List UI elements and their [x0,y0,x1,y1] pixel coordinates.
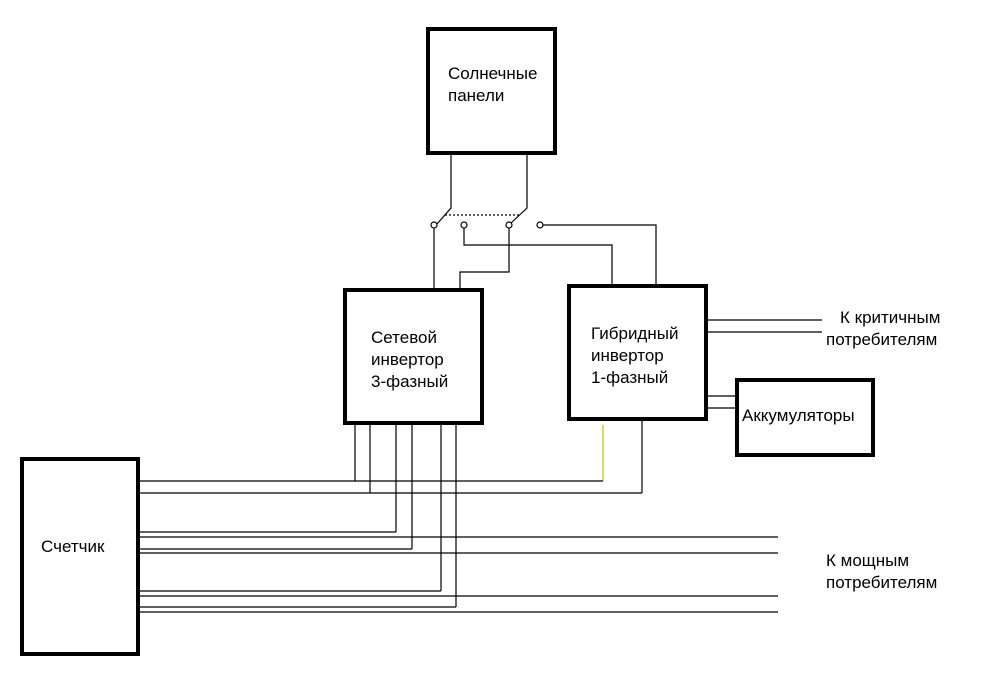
solar-panels-label-line2: панели [448,86,504,105]
solar-panels-label-line1: Солнечные [448,64,537,83]
batteries-label: Аккумуляторы [742,406,855,425]
hybrid-inverter-label-line1: Гибридный [591,324,678,343]
switch-terminal [460,221,468,229]
grid-inverter-block: Сетевой инвертор 3-фазный [343,288,484,425]
inverter-bus-wiring [354,421,643,607]
hybrid-output-wiring [706,319,822,409]
switch-terminal [505,221,513,229]
meter-label: Счетчик [41,537,105,556]
power-loads-label: К мощным потребителям [826,551,937,592]
switch-terminal [430,221,438,229]
solar-switch-wiring [430,154,657,289]
meter-block: Счетчик [20,457,140,656]
switch-terminal [536,221,544,229]
solar-panels-block: Солнечные панели [426,27,557,155]
hybrid-inverter-label-line3: 1-фазный [591,368,668,387]
critical-loads-label-line2: потребителям [826,330,937,349]
power-loads-label-line2: потребителям [826,573,937,592]
grid-inverter-label-line1: Сетевой [371,328,437,347]
power-loads-label-line1: К мощным [826,551,909,570]
meter-bus-wiring [140,480,778,613]
hybrid-inverter-label-line2: инвертор [591,346,664,365]
critical-loads-label: К критичным потребителям [826,308,940,349]
grid-inverter-label-line3: 3-фазный [371,372,448,391]
batteries-block: Аккумуляторы [735,378,875,457]
hybrid-inverter-block: Гибридный инвертор 1-фазный [567,284,708,421]
critical-loads-label-line1: К критичным [840,308,940,327]
grid-inverter-label-line2: инвертор [371,350,444,369]
